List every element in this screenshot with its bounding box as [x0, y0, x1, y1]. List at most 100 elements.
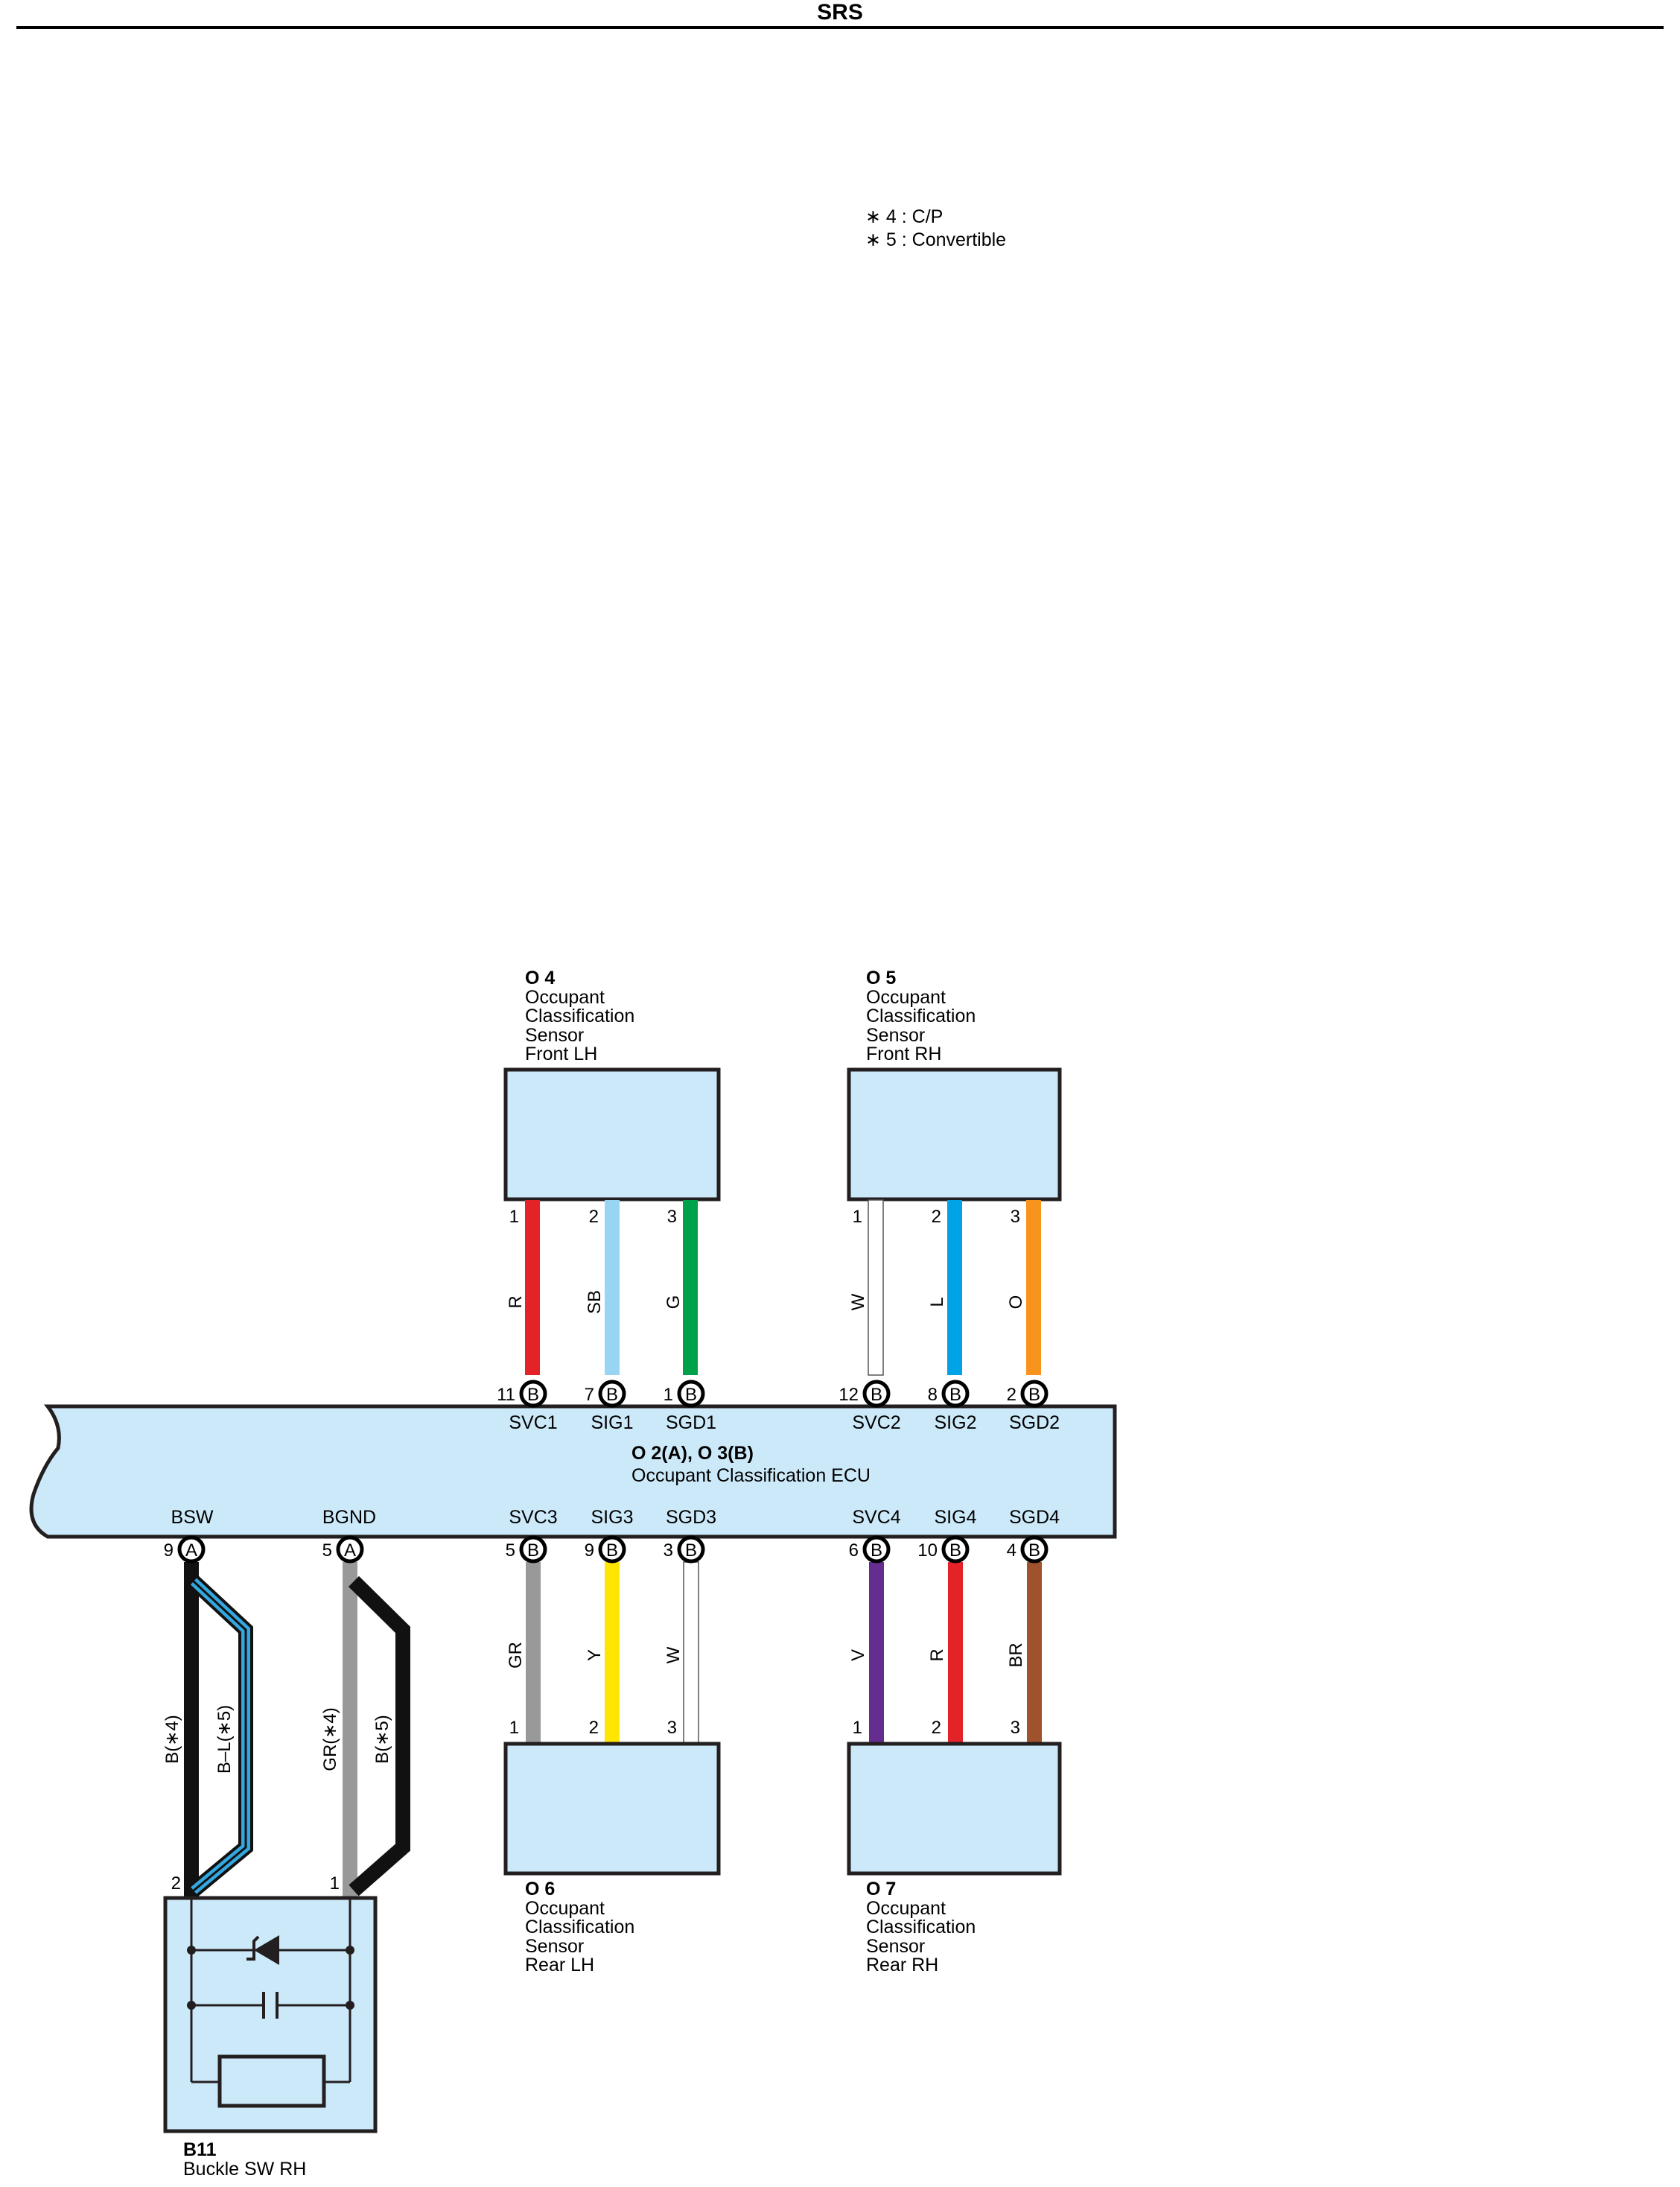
o7-name-line3: Sensor: [866, 1936, 925, 1957]
b11-junction: [346, 2001, 354, 2010]
component-o5: O 5 Occupant Classification Sensor Front…: [847, 968, 1062, 1202]
capacitor-gap: [262, 1993, 279, 2017]
b11-junction: [346, 1946, 354, 1955]
sig-bsw: BSW: [171, 1507, 214, 1528]
resistor-icon: [217, 2054, 326, 2108]
o6-name-line1: Occupant: [525, 1898, 605, 1919]
zener-diode-icon: [246, 1935, 279, 1965]
ecu-occupant-classification: O 2(A), O 3(B) Occupant Classification E…: [29, 1404, 1117, 1539]
terminal-b4-number: 4: [1007, 1540, 1016, 1561]
o4-pin2-label: 2: [589, 1207, 599, 1227]
o7-name-line1: Occupant: [866, 1898, 946, 1919]
sig-svc1: SVC1: [509, 1412, 557, 1433]
wire-o5-pin3: [1026, 1200, 1041, 1375]
o5-name-line3: Sensor: [866, 1025, 925, 1046]
o5-pin3-label: 3: [1011, 1207, 1020, 1227]
o6-pin3-label: 3: [667, 1718, 677, 1738]
o5-box: [847, 1067, 1062, 1202]
page-title: SRS: [817, 0, 863, 25]
component-b11: B11 Buckle SW RH: [163, 1896, 378, 2180]
o6-name-line3: Sensor: [525, 1936, 584, 1957]
terminal-b12-connector: B: [871, 1385, 882, 1405]
terminal-b6-number: 6: [849, 1540, 859, 1561]
wire-bsw-alt-stripe: [192, 1580, 247, 1892]
wire-color-w-1: W: [848, 1293, 868, 1310]
ecu-name: Occupant Classification ECU: [631, 1465, 871, 1486]
bottom-wires: GR 1 Y 2 W 3 V 1 R 2 BR 3: [506, 1561, 1042, 1744]
terminal-b1-number: 1: [664, 1385, 673, 1405]
wire-color-r-1: R: [506, 1295, 526, 1308]
o4-pin3-label: 3: [667, 1207, 677, 1227]
ecu-box: [29, 1404, 1117, 1539]
terminal-a5-connector: A: [344, 1540, 356, 1561]
o4-name-line4: Front LH: [525, 1044, 597, 1064]
wire-o6-pin2: [605, 1562, 620, 1743]
wire-bsw-black: [184, 1562, 199, 1897]
sig-sig3: SIG3: [591, 1507, 634, 1528]
terminal-b12-number: 12: [839, 1385, 859, 1405]
terminal-b9-number: 9: [585, 1540, 594, 1561]
terminal-b8: [941, 1380, 970, 1408]
terminal-b11: [519, 1380, 547, 1408]
o6-pin1-label: 1: [509, 1718, 519, 1738]
o7-box: [847, 1742, 1062, 1876]
terminal-b4: [1020, 1535, 1049, 1564]
o6-name-line4: Rear LH: [525, 1955, 594, 1975]
terminal-b2-number: 2: [1007, 1385, 1016, 1405]
terminal-a5-number: 5: [322, 1540, 332, 1561]
diode-bar: [246, 1935, 260, 1961]
o7-name-line4: Rear RH: [866, 1955, 938, 1975]
sig-sgd1: SGD1: [666, 1412, 716, 1433]
wire-color-bgnd-b: B(∗5): [372, 1715, 392, 1763]
note-convertible: ∗ 5 : Convertible: [865, 229, 1006, 250]
wire-bgnd-gray: [343, 1562, 357, 1897]
buckle-wires: B(∗4) B–L(∗5) 2 GR(∗4) B(∗5) 1: [162, 1562, 410, 1897]
wire-o7-pin3: [1027, 1562, 1042, 1743]
b11-name: Buckle SW RH: [183, 2159, 306, 2180]
wire-color-sb: SB: [585, 1290, 605, 1314]
terminal-b1: [677, 1380, 705, 1408]
wire-color-w-2: W: [664, 1646, 684, 1663]
sig-sgd3: SGD3: [666, 1507, 716, 1528]
component-o7: O 7 Occupant Classification Sensor Rear …: [847, 1742, 1062, 1975]
capacitor-icon: [262, 1992, 279, 2019]
o6-pin2-label: 2: [589, 1718, 599, 1738]
o4-code: O 4: [525, 968, 555, 988]
wire-color-g: G: [664, 1295, 684, 1310]
terminal-b8-connector: B: [949, 1385, 961, 1405]
wire-color-bgnd-gr: GR(∗4): [320, 1707, 340, 1771]
wire-color-bsw-b: B(∗4): [162, 1715, 182, 1763]
o7-code: O 7: [866, 1879, 896, 1899]
sig-sig1: SIG1: [591, 1412, 634, 1433]
wire-o5-pin2: [947, 1200, 962, 1375]
o7-pin2-label: 2: [932, 1718, 941, 1738]
wire-color-gr-1: GR: [506, 1642, 526, 1669]
o4-pin1-label: 1: [509, 1207, 519, 1227]
component-o4: O 4 Occupant Classification Sensor Front…: [503, 968, 721, 1202]
terminal-a5: [336, 1535, 364, 1564]
note-cp: ∗ 4 : C/P: [865, 206, 943, 227]
terminal-b6: [862, 1535, 891, 1564]
wire-color-v: V: [848, 1649, 868, 1661]
terminal-b7: [598, 1380, 626, 1408]
o4-name-line2: Classification: [525, 1006, 634, 1026]
wire-o7-pin2: [948, 1562, 963, 1743]
wire-o6-pin3: [683, 1561, 699, 1744]
o7-name-line2: Classification: [866, 1917, 976, 1937]
top-wires: 1 R 2 SB 3 G 1 W 2 L 3 O: [506, 1199, 1041, 1376]
terminal-b2: [1020, 1380, 1049, 1408]
sig-svc4: SVC4: [852, 1507, 900, 1528]
sig-sgd4: SGD4: [1009, 1507, 1060, 1528]
wire-o4-pin1: [525, 1200, 540, 1375]
terminal-b11-connector: B: [527, 1385, 539, 1405]
o7-pin1-label: 1: [853, 1718, 862, 1738]
wire-o6-pin1: [526, 1562, 541, 1743]
variant-notes: ∗ 4 : C/P ∗ 5 : Convertible: [865, 206, 1006, 250]
wire-o5-pin1: [868, 1199, 884, 1376]
terminal-b10: [941, 1535, 970, 1564]
wire-color-br: BR: [1006, 1642, 1026, 1667]
ecu-code: O 2(A), O 3(B): [631, 1443, 754, 1464]
wire-color-r-2: R: [927, 1648, 947, 1661]
terminal-b3-number: 3: [664, 1540, 673, 1561]
